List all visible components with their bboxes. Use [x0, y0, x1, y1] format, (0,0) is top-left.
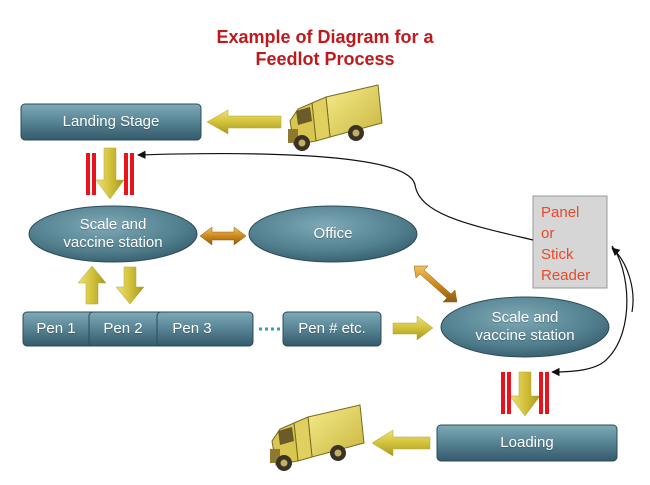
arrow-truck-to-landing	[206, 109, 282, 135]
panel-label-line-2: or	[541, 225, 555, 242]
office-ellipse	[248, 205, 418, 263]
pen-2-label: Pen 2	[103, 320, 143, 337]
scale-vaccine-1-label: Scale and vaccine station	[29, 206, 197, 262]
panel-label-line-4: Reader	[541, 267, 591, 284]
arrow-pens-up-to-scale	[77, 265, 107, 305]
scale-vaccine-2-label: Scale and vaccine station	[441, 297, 609, 357]
scale-vaccine-station-2	[440, 296, 610, 358]
pen-3-box	[156, 311, 254, 347]
truck-icon	[288, 84, 383, 151]
red-bar-loading-right-1	[539, 372, 543, 414]
panel-stick-reader-box	[532, 195, 608, 289]
pen-3-label: Pen 3	[172, 320, 212, 337]
red-bar-landing-right-1	[124, 153, 128, 195]
arrow-landing-to-scale	[95, 147, 125, 200]
truck-icon	[270, 404, 365, 471]
arrow-loading-to-truck	[371, 429, 431, 457]
red-bar-loading-right-2	[545, 372, 549, 414]
scale-vaccine-1-line-2: vaccine station	[63, 234, 163, 251]
double-arrow-scale-office	[199, 226, 247, 246]
panel-stick-reader-label: Panel or Stick Reader	[541, 202, 607, 286]
red-bar-landing-left-1	[86, 153, 90, 195]
office-label: Office	[313, 225, 353, 242]
loading-label: Loading	[500, 434, 554, 451]
diagram-title-line-1: Example of Diagram for a	[216, 27, 434, 47]
loading-box	[436, 424, 618, 462]
pen-1-label: Pen 1	[36, 320, 76, 337]
scale-vaccine-2-line-2: vaccine station	[475, 327, 575, 344]
arrow-pens-to-scale2	[392, 315, 434, 341]
connector-panel-to-landing	[137, 150, 534, 241]
arrow-scale-down-to-pens	[115, 266, 145, 305]
red-bar-loading-left-1	[501, 372, 505, 414]
scale-vaccine-1-line-1: Scale and	[79, 216, 147, 233]
landing-stage-label: Landing Stage	[62, 113, 160, 130]
scale-vaccine-2-line-1: Scale and	[491, 309, 559, 326]
red-bar-landing-left-2	[92, 153, 96, 195]
landing-stage-box	[20, 103, 202, 141]
diagram-title-line-2: Feedlot Process	[255, 49, 395, 69]
double-arrow-office-scale2	[413, 265, 458, 303]
pen-etc-box	[282, 311, 382, 347]
arrow-scale2-to-loading	[509, 371, 541, 417]
panel-label-line-3: Stick	[541, 246, 574, 263]
scale-vaccine-station-1	[28, 205, 198, 263]
pen-etc-label: Pen # etc.	[298, 320, 366, 337]
connector-panel-to-loading	[551, 245, 628, 377]
red-bar-loading-left-2	[507, 372, 511, 414]
connector-to-panel	[611, 247, 634, 313]
red-bar-landing-right-2	[130, 153, 134, 195]
panel-label-line-1: Panel	[541, 204, 580, 221]
